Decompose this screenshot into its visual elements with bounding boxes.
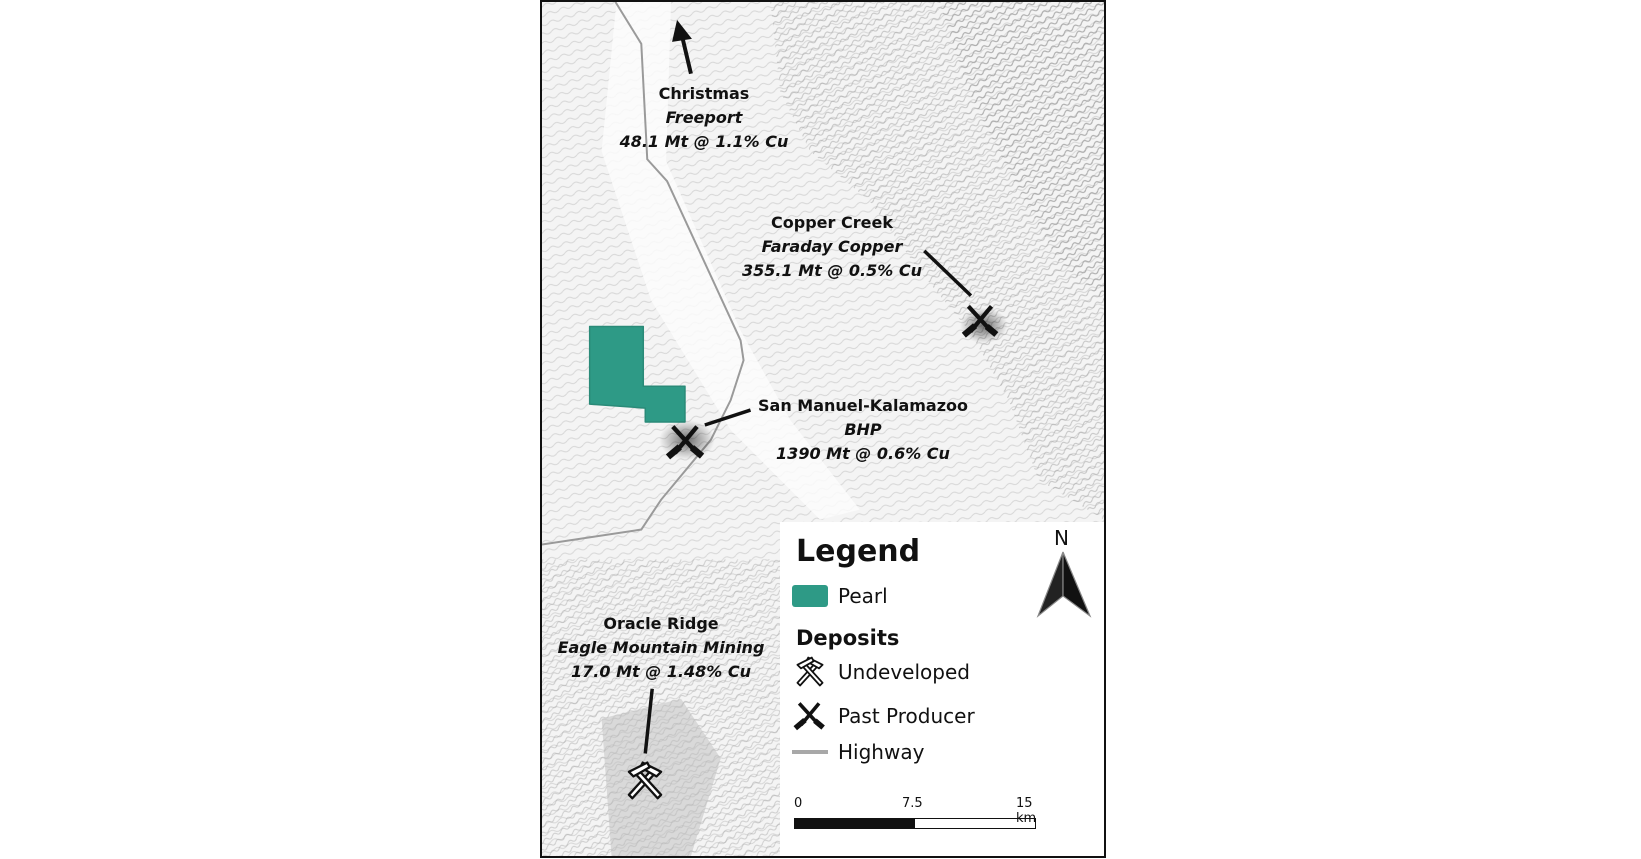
past-producer-icon[interactable] [664,420,708,464]
undeveloped-icon[interactable] [622,758,668,804]
north-label: N [1054,526,1069,550]
highway-line-icon [792,750,828,754]
past-producer-icon[interactable] [960,300,1002,342]
legend-panel: Legend Pearl Deposits Undeveloped [780,522,1104,856]
deposit-label-christmas: Christmas Freeport 48.1 Mt @ 1.1% Cu [619,84,789,151]
legend-deposits-heading: Deposits [796,626,900,650]
highway-line [542,2,745,546]
legend-item-pearl: Pearl [792,584,888,608]
map-frame: Christmas Freeport 48.1 Mt @ 1.1% Cu Cop… [540,0,1106,858]
scale-tick-mid: 7.5 [902,796,923,811]
scale-tick-end: 15 km [1016,796,1037,826]
north-arrow: N [1034,526,1100,618]
pearl-swatch-icon [792,585,828,607]
legend-title: Legend [796,534,921,569]
undeveloped-icon [796,656,824,687]
north-arrow-icon [1036,551,1092,618]
deposit-label-san-manuel-kalamazoo: San Manuel-Kalamazoo BHP 1390 Mt @ 0.6% … [758,396,968,463]
christmas-offmap-arrow-icon [672,19,692,42]
legend-item-undeveloped: Undeveloped [792,654,970,690]
deposit-label-copper-creek: Copper Creek Faraday Copper 355.1 Mt @ 0… [742,213,922,280]
past-producer-icon [793,702,825,731]
scale-tick-0: 0 [794,796,803,811]
deposit-label-oracle-ridge: Oracle Ridge Eagle Mountain Mining 17.0 … [557,614,765,681]
legend-item-past-producer: Past Producer [792,698,975,734]
scale-bar: 0 7.5 15 km [794,796,1037,829]
legend-item-highway: Highway [792,740,924,764]
